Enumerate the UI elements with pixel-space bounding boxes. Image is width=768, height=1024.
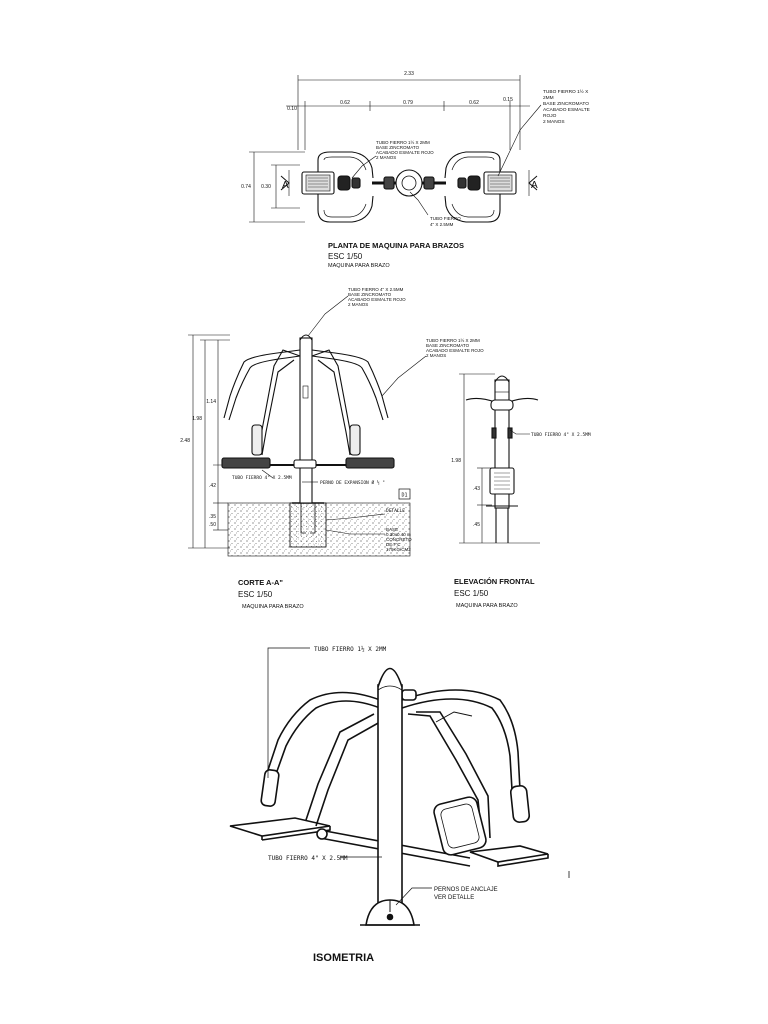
svg-text:BASE ZINCROMATO: BASE ZINCROMATO <box>376 145 420 150</box>
svg-text:TUBO FIERRO 1½ X 2MM: TUBO FIERRO 1½ X 2MM <box>426 337 480 343</box>
dim-base-depth: .35 <box>209 514 216 520</box>
svg-text:TUBO FIERRO 1½ X: TUBO FIERRO 1½ X <box>543 88 589 95</box>
plan-note-center: TUBO FIERRO 1½ X 2MM BASE ZINCROMATO ACA… <box>376 139 434 160</box>
isometric-note-arm: TUBO FIERRO 1½ X 2MM <box>314 646 387 653</box>
machine-plan-drawing <box>301 151 517 223</box>
machine-isometric-drawing <box>229 667 549 926</box>
section-scale: ESC 1/50 <box>238 590 273 599</box>
dim-seg-2: 0.62 <box>340 100 350 106</box>
isometric-title: ISOMETRIA <box>313 952 374 964</box>
section-title: CORTE A-A" <box>238 578 283 587</box>
isometric-leaders <box>267 647 432 906</box>
isometric-note-bolts: PERNOS DE ANCLAJE VER DETALLE <box>434 887 498 901</box>
svg-text:175KG/CM2: 175KG/CM2 <box>386 547 411 552</box>
elev-dim-seat: .43 <box>473 486 480 492</box>
plan-scale: ESC 1/50 <box>328 252 363 261</box>
dim-seg-1: 0.10 <box>287 106 297 112</box>
svg-text:A: A <box>282 180 289 191</box>
dim-total: 2.33 <box>404 71 414 77</box>
plan-dimensions <box>249 75 530 223</box>
svg-text:BASE ZINCROMATO: BASE ZINCROMATO <box>543 101 589 107</box>
dim-height-inner: 0.30 <box>261 184 271 190</box>
svg-text:4" X 2.5MM: 4" X 2.5MM <box>430 222 454 227</box>
plan-note-post: TUBO FIERRO 4" X 2.5MM <box>430 216 461 227</box>
svg-text:BASE ZINCROMATO: BASE ZINCROMATO <box>426 343 470 348</box>
dim-height-outer: 0.74 <box>241 184 251 190</box>
svg-text:ACABADO ESMALTE ROJO: ACABADO ESMALTE ROJO <box>376 150 434 155</box>
isometric-view: TUBO FIERRO 1½ X 2MM TUBO FIERRO 4" X 2.… <box>229 646 570 964</box>
dim-seg-3: 0.79 <box>403 100 413 106</box>
svg-text:2 MANOS: 2 MANOS <box>376 155 396 160</box>
elev-dim-base: .45 <box>473 522 480 528</box>
section-view: 2.48 1.98 1.14 .42 .35 .50 <box>180 287 484 610</box>
svg-text:0.30x0.40 m: 0.30x0.40 m <box>386 532 411 537</box>
section-note-top: TUBO FIERRO 4" X 2.5MM BASE ZINCROMATO A… <box>348 287 406 307</box>
svg-text:BASE ZINCROMATO: BASE ZINCROMATO <box>348 292 392 297</box>
machine-section-drawing <box>221 334 395 504</box>
dim-footing-depth: .50 <box>209 522 216 528</box>
dim-arm-height: 1.14 <box>206 399 216 405</box>
svg-text:2 MANOS: 2 MANOS <box>348 302 368 307</box>
elevation-dimensions <box>459 373 540 544</box>
svg-text:A: A <box>531 180 538 191</box>
plan-leaders <box>351 104 542 216</box>
plan-title: PLANTA DE MAQUINA PARA BRAZOS <box>328 241 464 250</box>
section-subtitle: MAQUINA PARA BRAZO <box>242 604 304 610</box>
svg-text:CONCRETO: CONCRETO <box>386 537 412 542</box>
svg-text:ACABADO ESMALTE ROJO: ACABADO ESMALTE ROJO <box>426 348 484 353</box>
machine-elevation-drawing <box>465 375 539 543</box>
section-note-post: TUBO FIERRO 4" X 2.5MM <box>232 475 292 481</box>
elevation-view: 1.98 .43 .45 TUBO FIERRO 4" X 2.5MM ELEV… <box>451 373 591 609</box>
svg-text:PERNOS DE ANCLAJE: PERNOS DE ANCLAJE <box>434 887 498 893</box>
dim-machine-height: 1.98 <box>192 416 202 422</box>
dim-seg-5: 0.15 <box>503 97 513 103</box>
svg-text:2 MANOS: 2 MANOS <box>426 353 446 358</box>
section-note-bolt: PERNO DE EXPANSION Ø ½ " <box>320 479 385 486</box>
elevation-leader <box>509 429 530 435</box>
svg-text:ACABADO ESMALTE: ACABADO ESMALTE <box>543 107 590 113</box>
svg-text:TUBO FIERRO: TUBO FIERRO <box>430 216 461 221</box>
dim-total-height: 2.48 <box>180 438 190 444</box>
dim-seat-height: .42 <box>209 483 216 489</box>
isometric-note-post: TUBO FIERRO 4" X 2.5MM <box>268 855 348 862</box>
dim-seg-4: 0.62 <box>469 100 479 106</box>
svg-text:2 MANOS: 2 MANOS <box>543 119 565 125</box>
plan-note-top-right: TUBO FIERRO 1½ X 2MM BASE ZINCROMATO ACA… <box>543 88 590 125</box>
svg-text:VER DETALLE: VER DETALLE <box>434 895 474 901</box>
svg-text:BASE: BASE <box>386 527 398 532</box>
section-marker-right: A <box>528 170 538 196</box>
elevation-title: ELEVACIÓN FRONTAL <box>454 577 535 586</box>
elevation-note-post: TUBO FIERRO 4" X 2.5MM <box>531 432 591 438</box>
svg-text:DE F'C: DE F'C <box>386 542 401 547</box>
plan-view: 2.33 0.10 0.62 0.79 0.62 0.15 0.74 0.30 … <box>241 71 590 269</box>
section-leaders <box>261 295 427 535</box>
detail-tag: D1 <box>398 488 411 500</box>
svg-text:ROJO: ROJO <box>543 113 557 119</box>
svg-text:ACABADO ESMALTE ROJO: ACABADO ESMALTE ROJO <box>348 297 406 302</box>
concrete-footing <box>289 502 327 548</box>
svg-text:D1: D1 <box>401 493 407 499</box>
svg-text:TUBO FIERRO 4" X 2.5MM: TUBO FIERRO 4" X 2.5MM <box>348 287 404 292</box>
svg-text:2MM: 2MM <box>543 95 554 101</box>
svg-text:TUBO FIERRO 1½ X 2MM: TUBO FIERRO 1½ X 2MM <box>376 139 430 145</box>
plan-subtitle: MAQUINA PARA BRAZO <box>328 263 390 269</box>
elev-dim-height: 1.98 <box>451 458 461 464</box>
detail-label: DETALLE <box>386 508 405 514</box>
section-note-right: TUBO FIERRO 1½ X 2MM BASE ZINCROMATO ACA… <box>426 337 484 358</box>
section-note-base: BASE 0.30x0.40 m CONCRETO DE F'C 175KG/C… <box>386 527 412 552</box>
elevation-subtitle: MAQUINA PARA BRAZO <box>456 603 518 609</box>
elevation-scale: ESC 1/50 <box>454 589 489 598</box>
section-marker-left: A <box>280 170 290 196</box>
